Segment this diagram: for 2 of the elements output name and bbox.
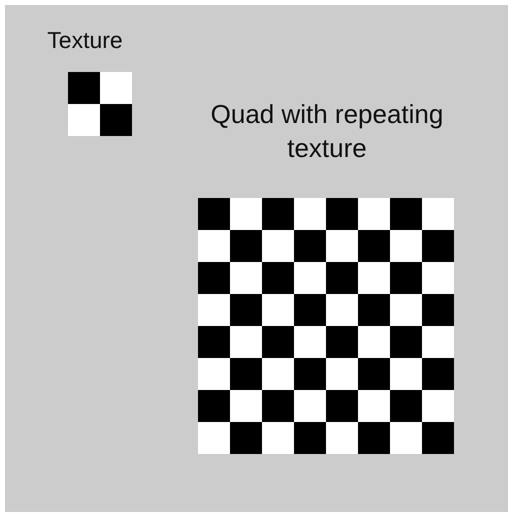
quad-caption: Quad with repeating texture: [210, 98, 444, 165]
texture-caption: Texture: [46, 26, 124, 55]
